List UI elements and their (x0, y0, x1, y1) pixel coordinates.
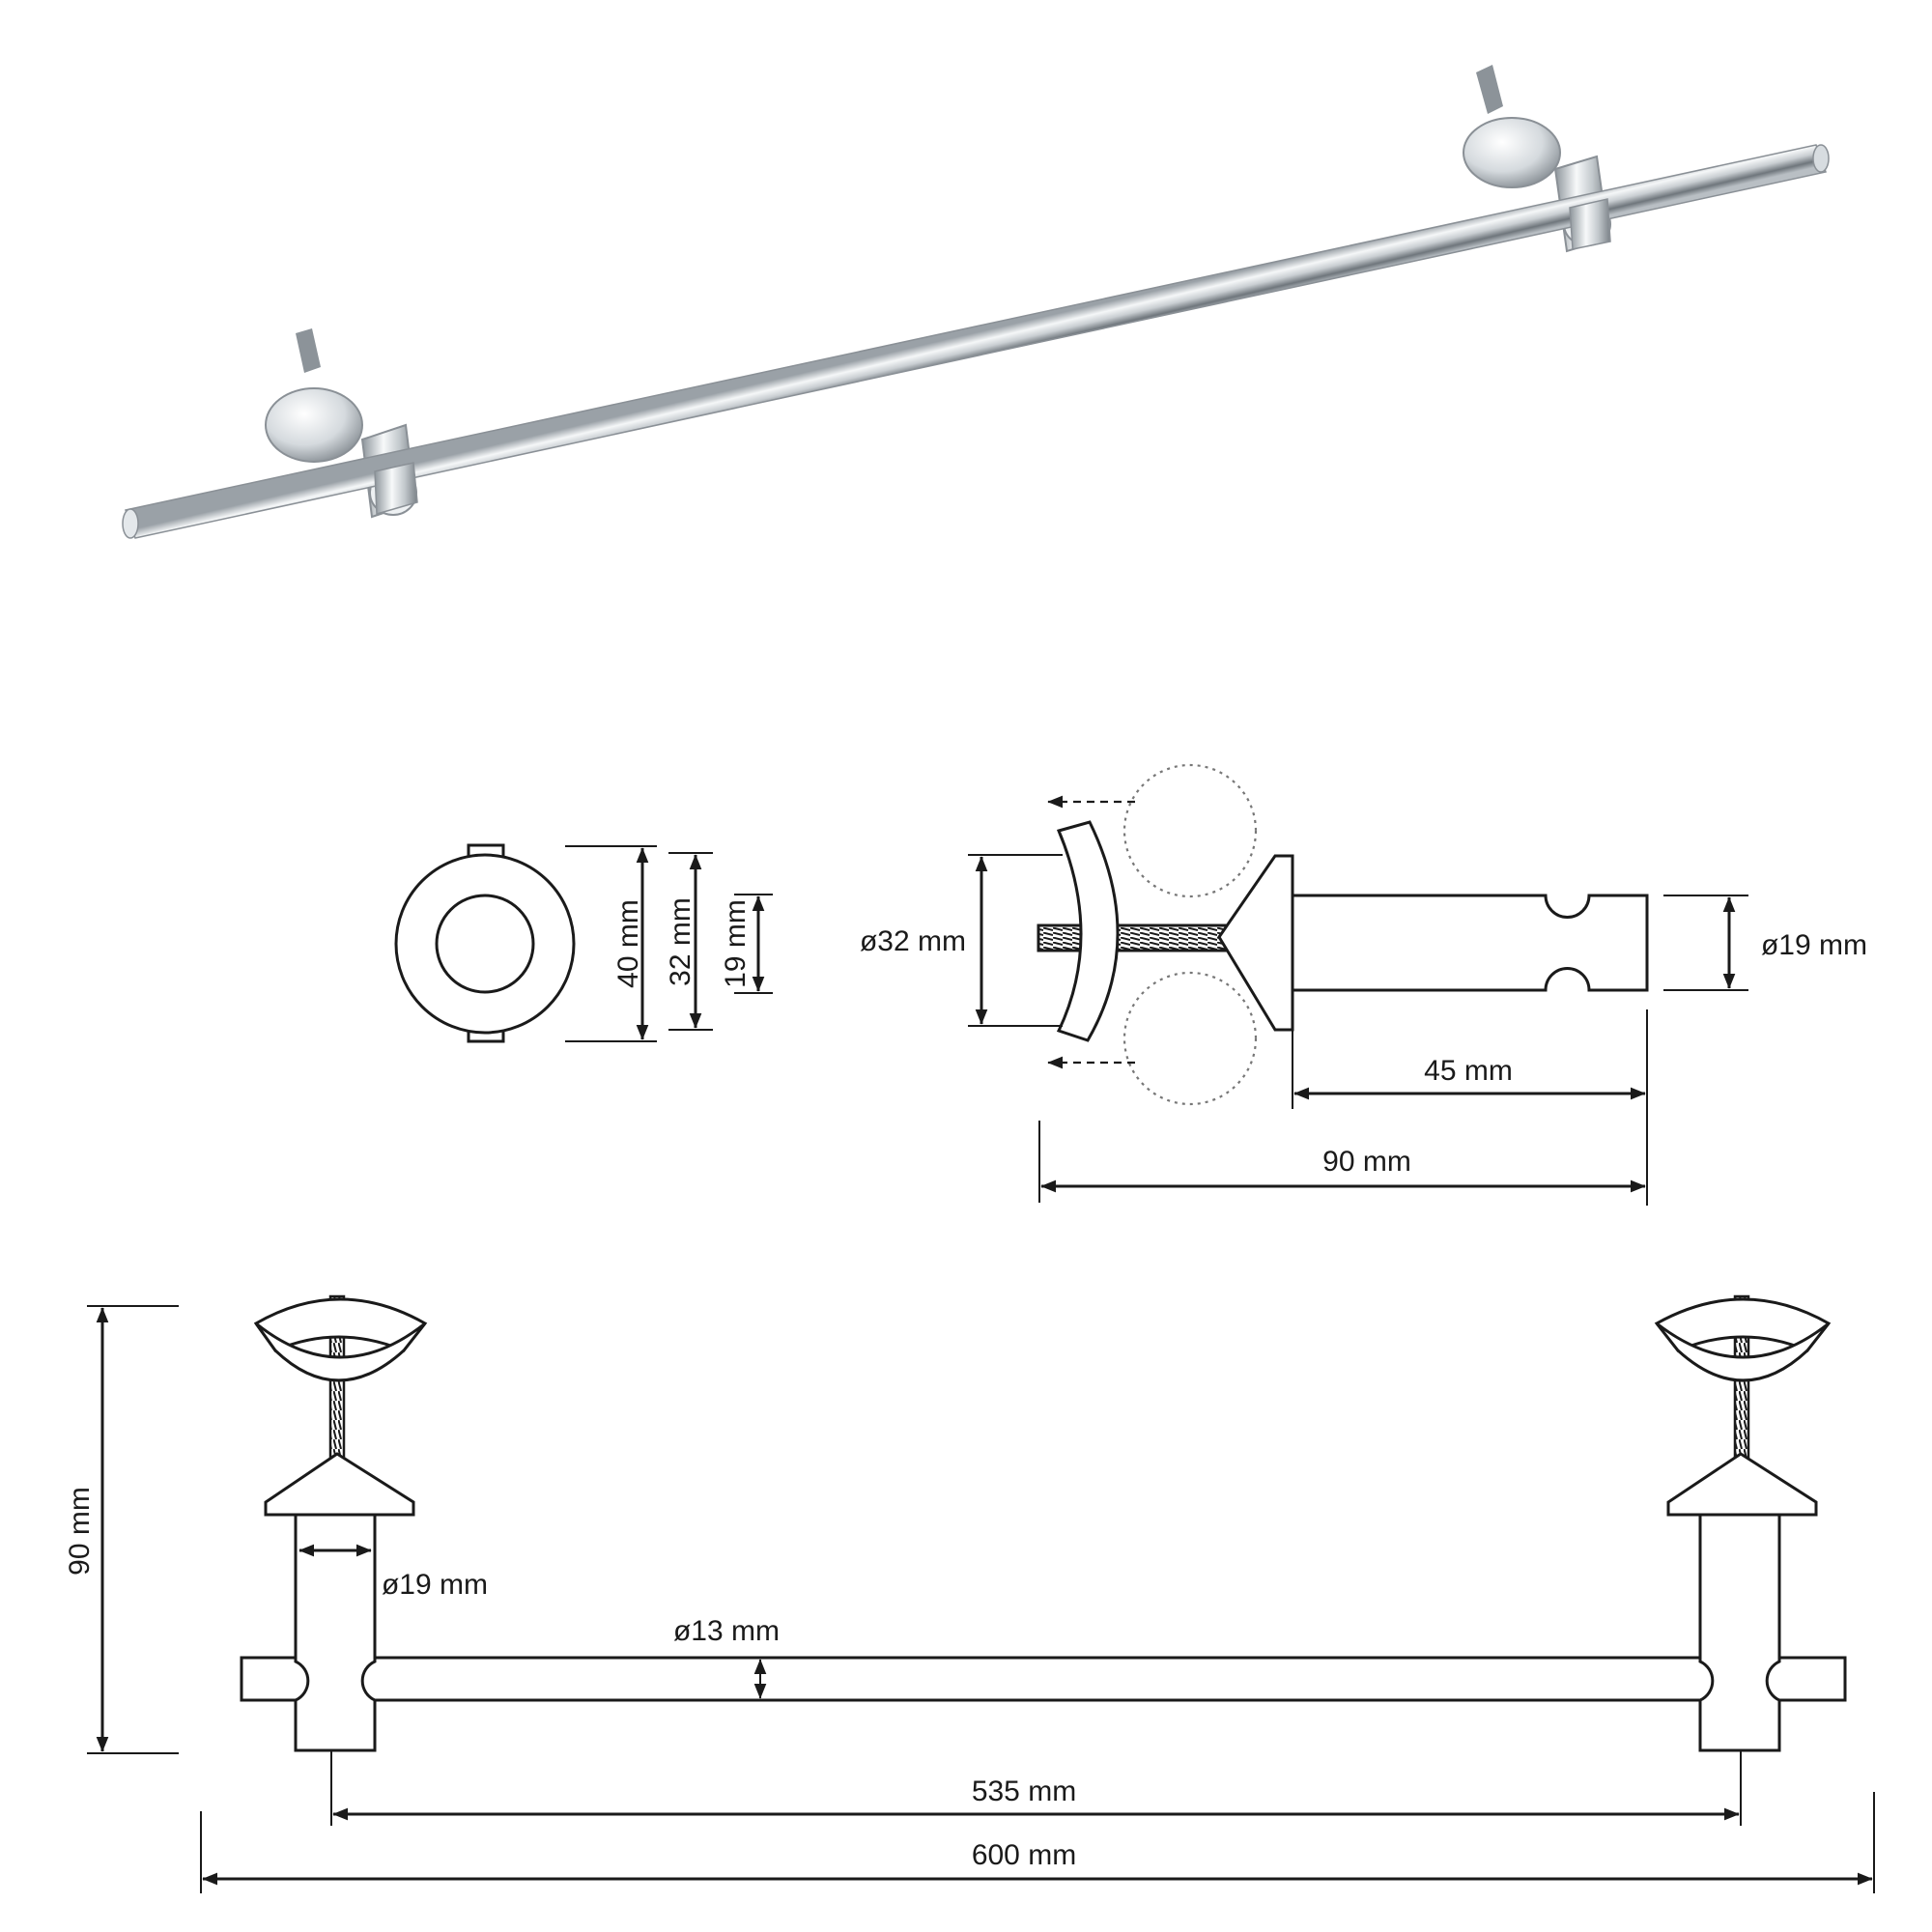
mid-dimension-label: 32 mm (665, 897, 696, 986)
total-length-label: 90 mm (1322, 1146, 1411, 1178)
end-view-rosette: 40 mm 32 mm 19 mm (394, 843, 773, 1043)
left-clamp-lower (254, 1321, 427, 1382)
outer-dimension-label: 40 mm (612, 899, 644, 988)
cone-washer (1217, 854, 1294, 1032)
inner-dimension-label: 19 mm (720, 899, 752, 988)
right-post (1698, 1513, 1781, 1752)
left-fixing (253, 1294, 428, 1752)
pipe-outline-top (1122, 763, 1258, 898)
post-length-label: 45 mm (1424, 1055, 1513, 1087)
rail-rod (122, 144, 1830, 539)
curved-clamp (1056, 820, 1120, 1042)
product-photo-towel-rail (122, 65, 1830, 539)
right-clamp-lower (1655, 1321, 1831, 1382)
center-distance-label: 535 mm (972, 1776, 1076, 1807)
left-cone (264, 1452, 415, 1517)
rail-diameter-label: ø13 mm (673, 1615, 780, 1647)
rail-bar (240, 1656, 1847, 1702)
threaded-rod (1037, 923, 1234, 952)
post-body (1291, 894, 1649, 992)
clamp-diameter-label: ø32 mm (860, 925, 966, 957)
side-view-fixing: ø32 mm ø19 mm 45 mm 90 mm (860, 763, 1867, 1206)
pipe-outline-bottom (1122, 971, 1258, 1106)
right-cone (1666, 1452, 1818, 1517)
inner-circle (435, 894, 535, 994)
height-dimension-label: 90 mm (64, 1487, 96, 1576)
overall-length-label: 600 mm (972, 1839, 1076, 1871)
front-view-assembly: 90 mm ø19 mm ø13 mm 535 mm 600 mm (64, 1294, 1875, 1893)
front-post-diameter-label: ø19 mm (382, 1569, 488, 1601)
left-post (294, 1513, 377, 1752)
right-fixing (1654, 1294, 1832, 1752)
post-diameter-label: ø19 mm (1761, 929, 1867, 961)
